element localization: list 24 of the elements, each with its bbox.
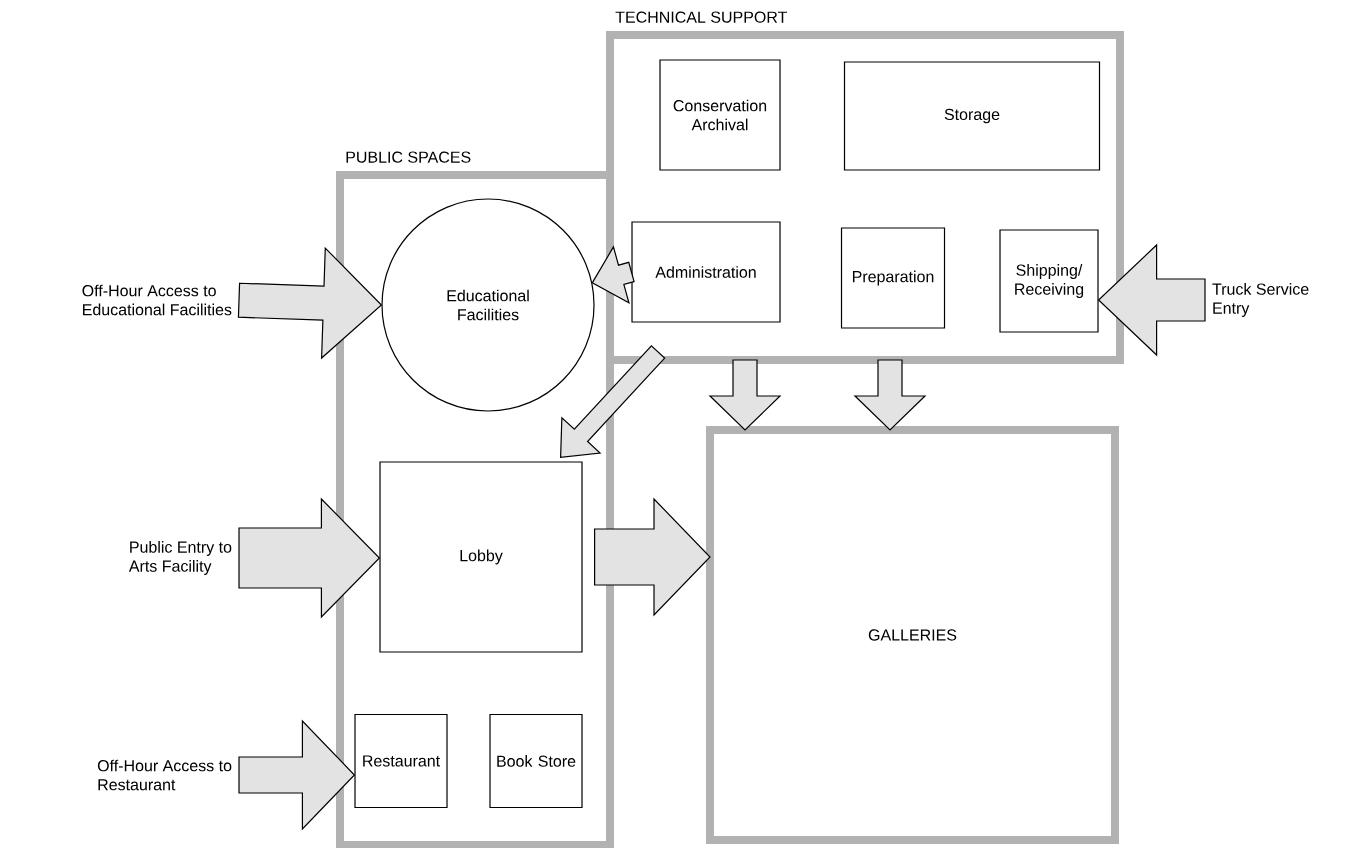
room-box: Preparation <box>840 227 946 329</box>
block-arrow <box>1097 243 1206 357</box>
room-box: Book Store <box>489 713 583 809</box>
room-box: Storage <box>843 61 1101 171</box>
entry-label: Off-Hour Access to Restaurant <box>97 759 232 791</box>
entry-label: Truck Service Entry <box>1212 283 1309 317</box>
block-arrow <box>594 497 711 617</box>
zone-heading: TECHNICAL SUPPORT <box>615 11 787 23</box>
room-box: Lobby <box>379 461 583 653</box>
block-arrow <box>853 359 927 431</box>
room-box: Shipping/ Receiving <box>999 229 1099 333</box>
block-arrow <box>708 359 782 431</box>
block-arrow <box>237 246 383 360</box>
entry-label: Off-Hour Access to Educational Facilities <box>82 284 232 316</box>
zone-heading: PUBLIC SPACES <box>346 151 471 163</box>
room-box: GALLERIES <box>706 426 1119 844</box>
room-box: Restaurant <box>354 713 448 809</box>
block-arrow <box>238 497 381 619</box>
block-arrow <box>560 345 666 459</box>
room-box: Administration <box>631 221 781 323</box>
block-arrow <box>591 245 635 304</box>
room-box: Conservation Archival <box>659 59 781 171</box>
entry-label: Public Entry to Arts Facility <box>128 541 232 575</box>
block-arrow <box>238 719 356 831</box>
